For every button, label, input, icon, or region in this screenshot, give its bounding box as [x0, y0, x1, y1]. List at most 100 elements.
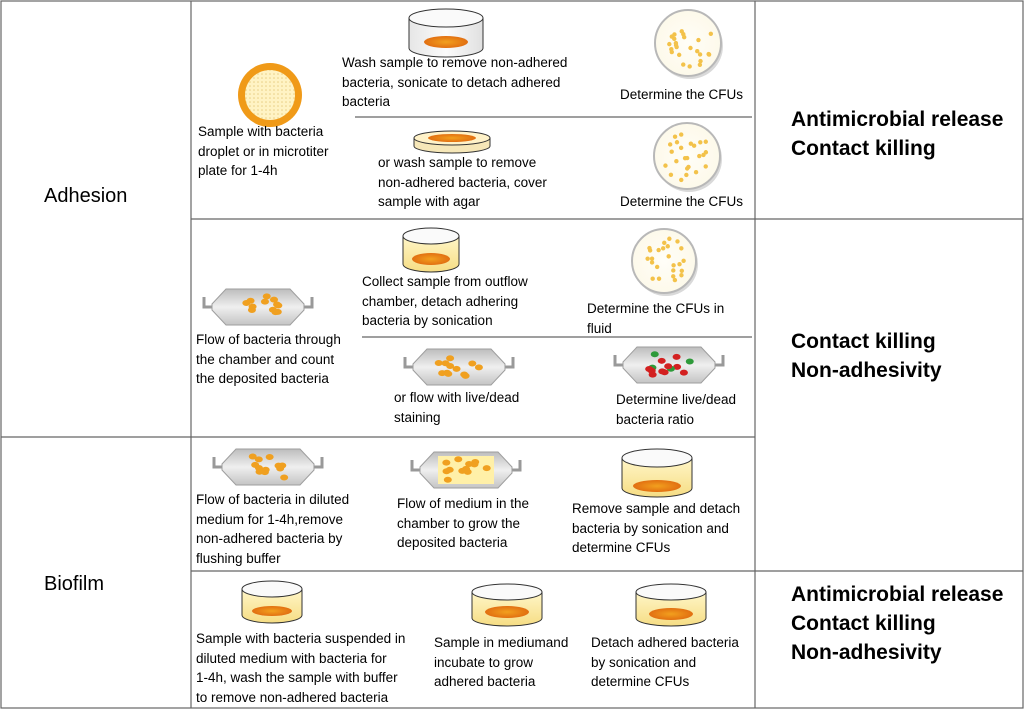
- sample-cylinder-icon: [635, 583, 707, 627]
- colony-dot: [697, 62, 703, 67]
- bacteria-dot: [270, 296, 279, 303]
- bacteria-dot: [650, 351, 659, 358]
- colony-dot: [681, 258, 686, 263]
- colony-dot: [688, 45, 693, 51]
- colony-dot: [679, 29, 684, 34]
- petri-dish-icon: [653, 122, 722, 192]
- colony-dot: [671, 274, 676, 279]
- colony-dot: [667, 236, 672, 241]
- colony-dot: [684, 166, 690, 171]
- colony-dot: [669, 49, 674, 55]
- bacteria-dot: [446, 355, 455, 362]
- petri-dish-icon: [631, 228, 698, 296]
- row3-remove-text: Remove sample and detach bacteria by son…: [572, 501, 741, 555]
- bacteria-dot: [280, 474, 289, 481]
- bacteria-dot: [685, 358, 694, 365]
- colony-dot: [677, 261, 682, 267]
- bacteria-dot: [468, 360, 477, 367]
- colony-dot: [673, 43, 679, 48]
- bacteria-dot: [265, 453, 274, 460]
- row1-sample-text: Sample with bacteria droplet or in micro…: [198, 124, 329, 178]
- colony-dot: [678, 145, 684, 151]
- colony-dot: [647, 248, 653, 253]
- section-label-adhesion: Adhesion: [44, 185, 128, 207]
- colony-dot: [679, 246, 684, 251]
- bacteria-dot: [462, 465, 471, 472]
- colony-dot: [662, 240, 667, 246]
- colony-dot: [696, 37, 701, 43]
- bacteria-dot: [443, 476, 452, 483]
- flow-chamber-icon: [212, 448, 324, 486]
- bacteria-dot: [474, 364, 483, 371]
- bacteria-dot: [438, 370, 447, 377]
- colony-dot: [679, 177, 684, 183]
- colony-dot: [649, 256, 655, 261]
- colony-dot: [698, 140, 703, 145]
- row2-cfu-fluid-text: Determine the CFUs in fluid: [587, 301, 725, 336]
- colony-dot: [695, 48, 700, 54]
- bacteria-dot: [657, 357, 666, 364]
- agar-dish-icon: [413, 130, 491, 154]
- bacteria-dot: [673, 363, 682, 370]
- bacteria-dot: [442, 468, 451, 475]
- row1-outcome: Antimicrobial release Contact killing: [791, 108, 1004, 160]
- colony-dot: [693, 170, 699, 175]
- row1-cfu-text: Determine the CFUs: [620, 87, 744, 102]
- colony-dot: [672, 277, 678, 283]
- colony-dot: [676, 52, 682, 58]
- colony-dot: [687, 64, 692, 69]
- colony-dot: [698, 58, 703, 64]
- row1-agar-text: or wash sample to remove non-adhered bac…: [378, 155, 547, 209]
- bacteria-dot: [268, 306, 277, 313]
- row2-collect-text: Collect sample from outflow chamber, det…: [362, 274, 528, 328]
- colony-dot: [671, 263, 676, 268]
- colony-dot: [660, 246, 666, 251]
- colony-dot: [649, 260, 655, 265]
- row4-outcome: Antimicrobial release Contact killing No…: [791, 583, 1004, 664]
- colony-dot: [665, 244, 670, 249]
- colony-dot: [666, 254, 671, 259]
- bacteria-dot: [262, 293, 271, 300]
- bacteria-dot: [260, 298, 269, 305]
- flow-chamber-icon: [403, 348, 515, 386]
- colony-dot: [675, 239, 680, 244]
- colony-dot: [691, 143, 697, 148]
- colony-dot: [663, 163, 668, 168]
- bacteria-dot: [434, 359, 443, 366]
- colony-dot: [654, 264, 660, 270]
- colony-dot: [672, 134, 678, 139]
- colony-dot: [669, 149, 674, 154]
- bacteria-dot: [664, 363, 673, 370]
- bacteria-dot: [460, 371, 469, 378]
- bacteria-dot: [645, 366, 654, 373]
- bacteria-dot: [274, 302, 283, 309]
- sample-cylinder-icon: [471, 583, 543, 627]
- colony-dot: [688, 141, 694, 146]
- section-label-biofilm: Biofilm: [44, 573, 105, 595]
- colony-dot: [667, 41, 672, 47]
- colony-dot: [682, 155, 688, 161]
- colony-dot: [668, 172, 674, 177]
- colony-dot: [656, 276, 662, 281]
- sample-cylinder-icon: [408, 8, 484, 58]
- colony-dot: [684, 172, 689, 178]
- colony-dot: [703, 164, 708, 169]
- colony-dot: [672, 36, 677, 42]
- bacteria-dot: [442, 459, 451, 466]
- row4-incubate-text: Sample in mediumand incubate to grow adh…: [434, 635, 569, 689]
- colony-dot: [679, 268, 685, 273]
- bacteria-dot: [672, 353, 681, 360]
- colony-dot: [674, 159, 679, 164]
- flow-chamber-icon: [410, 451, 522, 489]
- row2-ratio-text: Determine live/dead bacteria ratio: [616, 392, 737, 427]
- row4-detach-text: Detach adhered bacteria by sonication an…: [591, 635, 739, 689]
- colony-dot: [701, 152, 706, 158]
- colony-dot: [645, 256, 650, 261]
- colony-dot: [706, 52, 712, 57]
- colony-dot: [697, 52, 703, 57]
- colony-dot: [697, 153, 702, 159]
- colony-dot: [650, 276, 655, 281]
- bacteria-dot: [242, 300, 251, 307]
